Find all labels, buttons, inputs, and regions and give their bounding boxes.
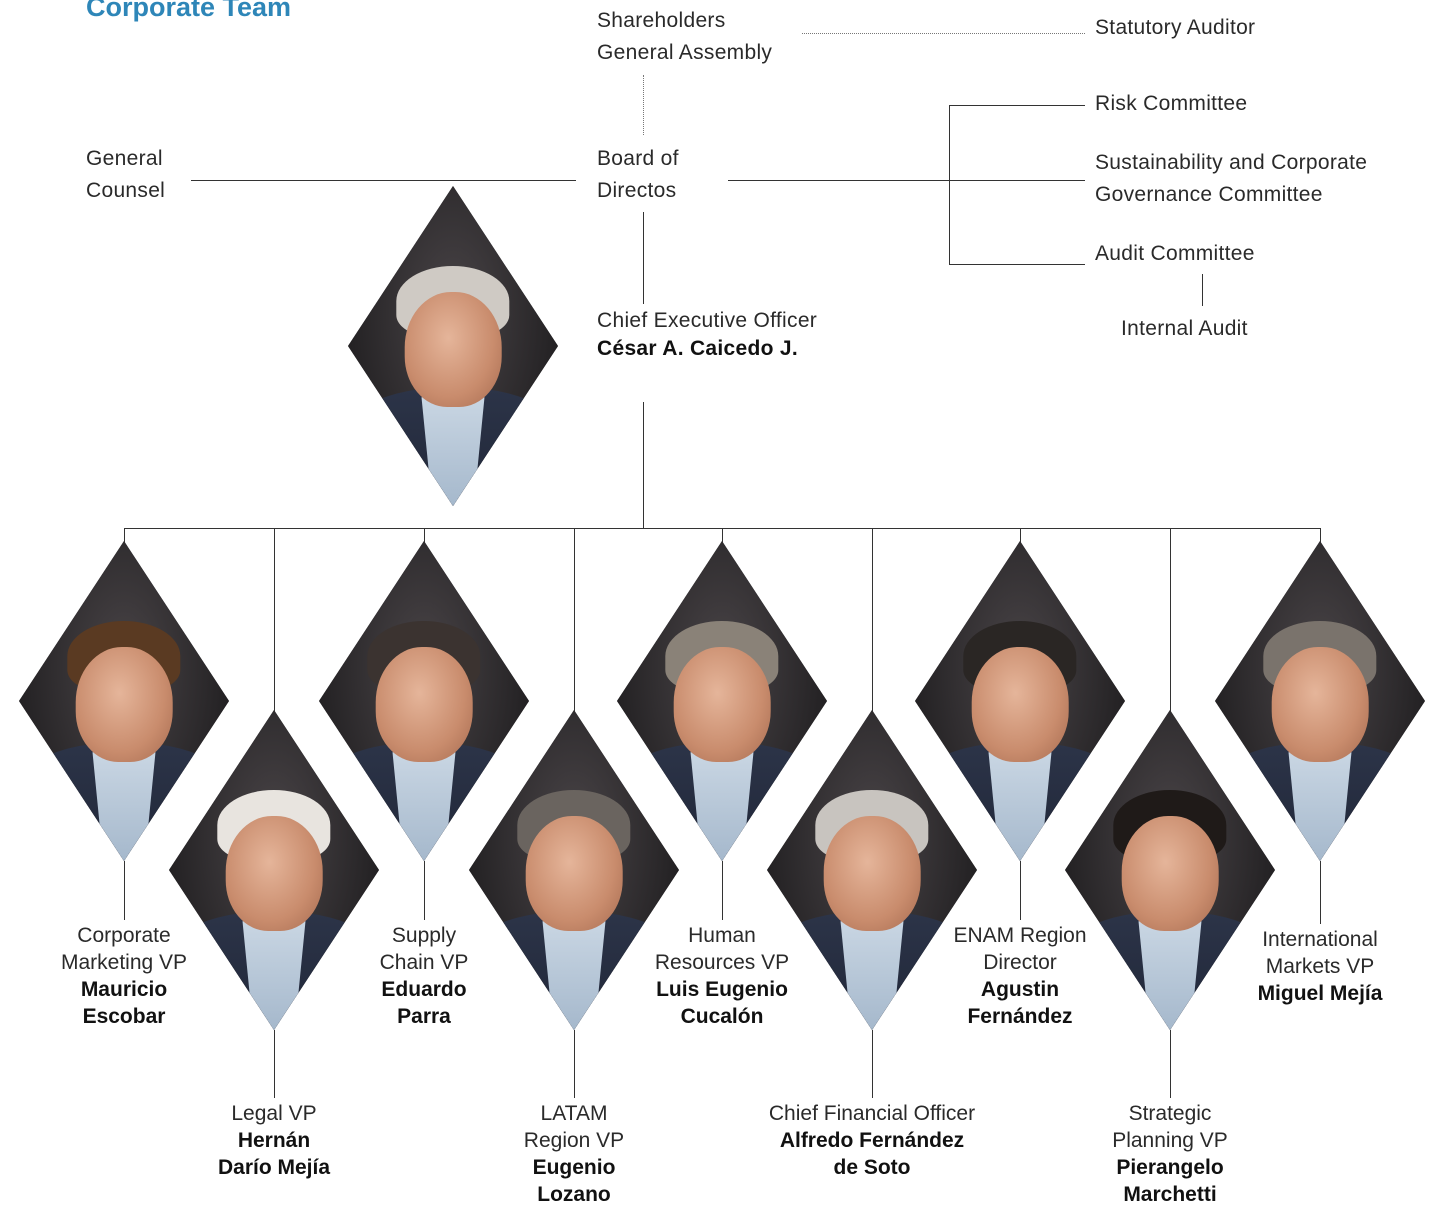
connector-caption-8 xyxy=(1170,1030,1171,1098)
audit-committee-label: Audit Committee xyxy=(1095,242,1255,265)
executive-photo-7 xyxy=(915,541,1125,861)
executive-photo-9 xyxy=(1215,541,1425,861)
connector-executive-1 xyxy=(124,528,125,543)
connector-caption-7 xyxy=(1020,861,1021,920)
executive-caption-9: International Markets VP Miguel Mejía xyxy=(1210,926,1430,1007)
connector-executive-3 xyxy=(424,528,425,543)
executive-name: Alfredo Fernández de Soto xyxy=(779,1129,965,1179)
connector-executive-2 xyxy=(274,528,275,712)
internal-audit-label: Internal Audit xyxy=(1121,317,1248,340)
connector-internal-audit xyxy=(1202,274,1203,306)
executive-role: Strategic Planning VP xyxy=(1112,1102,1228,1152)
shareholders-assembly-label: Shareholders General Assembly xyxy=(597,9,773,64)
executive-photo-3 xyxy=(319,541,529,861)
ceo-caption: Chief Executive Officer César A. Caicedo… xyxy=(597,307,817,363)
connector-shareholders-board xyxy=(643,75,644,135)
ceo-role: Chief Executive Officer xyxy=(597,309,818,332)
statutory-auditor-label: Statutory Auditor xyxy=(1095,16,1256,39)
connector-executive-6 xyxy=(872,528,873,712)
connector-caption-5 xyxy=(722,861,723,920)
executive-photo-1 xyxy=(19,541,229,861)
connector-counsel-board xyxy=(191,180,576,181)
connector-caption-2 xyxy=(274,1030,275,1098)
executive-name: Eduardo Parra xyxy=(381,978,467,1028)
page-title: Corporate Team xyxy=(86,0,292,22)
connector-board-ceo xyxy=(643,212,644,304)
executive-role: LATAM Region VP xyxy=(523,1102,625,1152)
executive-name: Luis Eugenio Cucalón xyxy=(656,978,788,1028)
ceo-name: César A. Caicedo J. xyxy=(597,337,799,360)
connector-shareholders-auditor xyxy=(802,33,1085,34)
board-of-directors-label: Board of Directos xyxy=(597,147,679,202)
connector-executive-5 xyxy=(722,528,723,543)
connector-caption-4 xyxy=(574,1030,575,1098)
connector-ceo-executives xyxy=(643,402,644,528)
risk-committee-label: Risk Committee xyxy=(1095,92,1248,115)
connector-caption-3 xyxy=(424,861,425,920)
connector-executive-9 xyxy=(1320,528,1321,543)
executive-role: Human Resources VP xyxy=(654,924,790,974)
executive-role: Supply Chain VP xyxy=(379,924,469,974)
connector-executive-4 xyxy=(574,528,575,712)
executive-role: Legal VP xyxy=(231,1102,317,1125)
executive-name: Miguel Mejía xyxy=(1257,982,1383,1005)
connector-committees-vertical xyxy=(949,105,950,264)
sustainability-committee-label: Sustainability and Corporate Governance … xyxy=(1095,151,1368,206)
connector-executive-8 xyxy=(1170,528,1171,712)
connector-executive-7 xyxy=(1020,528,1021,543)
executive-name: Hernán Darío Mejía xyxy=(217,1129,331,1179)
connector-audit-committee xyxy=(949,264,1085,265)
executive-role: Chief Financial Officer xyxy=(768,1102,976,1125)
executive-name: Mauricio Escobar xyxy=(80,978,168,1028)
executive-name: Agustin Fernández xyxy=(967,978,1073,1028)
executive-caption-2: Legal VP Hernán Darío Mejía xyxy=(164,1100,384,1181)
ceo-photo xyxy=(348,186,558,506)
connector-risk-committee xyxy=(949,105,1085,106)
connector-caption-6 xyxy=(872,1030,873,1098)
connector-board-committees xyxy=(728,180,1085,181)
executive-role: International Markets VP xyxy=(1262,928,1378,978)
executive-name: Eugenio Lozano xyxy=(532,1156,616,1206)
executive-photo-5 xyxy=(617,541,827,861)
executive-name: Pierangelo Marchetti xyxy=(1116,1156,1224,1206)
connector-caption-1 xyxy=(124,861,125,920)
connector-caption-9 xyxy=(1320,861,1321,924)
executive-role: ENAM Region Director xyxy=(953,924,1087,974)
general-counsel-label: General Counsel xyxy=(86,147,166,202)
executive-role: Corporate Marketing VP xyxy=(60,924,188,974)
